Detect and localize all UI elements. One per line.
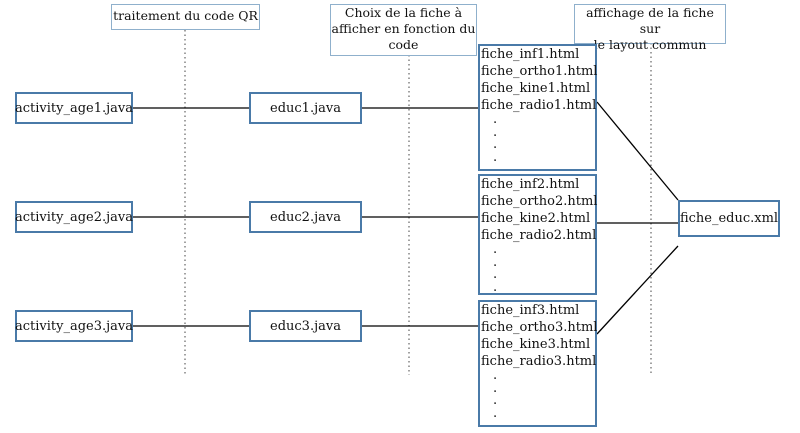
- fiche-file: fiche_radio3.html: [481, 354, 597, 369]
- dot: .: [493, 124, 498, 140]
- node-educ3: educ3.java: [249, 310, 362, 342]
- fiche-file: fiche_inf2.html: [481, 177, 580, 192]
- fiche-file: fiche_kine2.html: [481, 211, 591, 226]
- header-choice: Choix de la fiche à afficher en fonction…: [330, 4, 477, 56]
- dot: .: [493, 405, 498, 421]
- ellipsis-dots: . . . .: [481, 112, 595, 165]
- node-label: educ3.java: [270, 318, 341, 334]
- node-label: fiche_educ.xml: [679, 211, 779, 226]
- fiche-file: fiche_inf3.html: [481, 303, 580, 318]
- node-activity-age2: activity_age2.java: [15, 201, 133, 233]
- node-label: educ1.java: [270, 100, 341, 116]
- fiche-file: fiche_kine1.html: [481, 81, 591, 96]
- header-qr-line: traitement du code QR: [113, 8, 258, 23]
- edge-fiches3-layout: [596, 245, 679, 335]
- header-choice-line: Choix de la fiche à: [344, 5, 463, 20]
- dot: .: [493, 112, 498, 127]
- fiche-file: fiche_radio1.html: [481, 98, 597, 113]
- node-label: educ2.java: [270, 209, 341, 225]
- fiche-file: fiche_kine3.html: [481, 337, 591, 352]
- dot: .: [493, 368, 498, 383]
- node-educ1: educ1.java: [249, 92, 362, 124]
- fiche-group-2: fiche_inf2.html fiche_ortho2.html fiche_…: [478, 174, 597, 295]
- node-label: activity_age1.java: [14, 100, 134, 116]
- header-qr: traitement du code QR: [111, 4, 260, 30]
- fiche-file: fiche_radio2.html: [481, 228, 597, 243]
- header-display-line: le layout commun: [593, 37, 707, 52]
- node-label: activity_age2.java: [14, 209, 134, 225]
- fiche-file: fiche_ortho2.html: [481, 194, 598, 209]
- dot: .: [493, 149, 498, 165]
- dot: .: [493, 393, 498, 408]
- node-fiche-educ-xml: fiche_educ.xml: [678, 200, 780, 237]
- header-choice-line: code: [388, 37, 419, 52]
- header-display-line: affichage de la fiche sur: [586, 5, 714, 36]
- fiche-file: fiche_ortho3.html: [481, 320, 598, 335]
- header-choice-line: afficher en fonction du: [331, 21, 476, 36]
- node-activity-age3: activity_age3.java: [15, 310, 133, 342]
- dot: .: [493, 254, 498, 270]
- node-educ2: educ2.java: [249, 201, 362, 233]
- ellipsis-dots: . . . .: [481, 242, 595, 295]
- node-activity-age1: activity_age1.java: [15, 92, 133, 124]
- dot: .: [493, 137, 498, 152]
- fiche-group-3: fiche_inf3.html fiche_ortho3.html fiche_…: [478, 300, 597, 427]
- node-label: activity_age3.java: [14, 318, 134, 334]
- edge-fiches1-layout: [596, 101, 679, 201]
- ellipsis-dots: . . . .: [481, 368, 595, 421]
- dot: .: [493, 279, 498, 295]
- fiche-file: fiche_ortho1.html: [481, 64, 598, 79]
- dot: .: [493, 242, 498, 257]
- fiche-file: fiche_inf1.html: [481, 47, 580, 62]
- dot: .: [493, 380, 498, 396]
- fiche-group-1: fiche_inf1.html fiche_ortho1.html fiche_…: [478, 44, 597, 171]
- dot: .: [493, 267, 498, 282]
- header-display: affichage de la fiche sur le layout comm…: [574, 4, 726, 52]
